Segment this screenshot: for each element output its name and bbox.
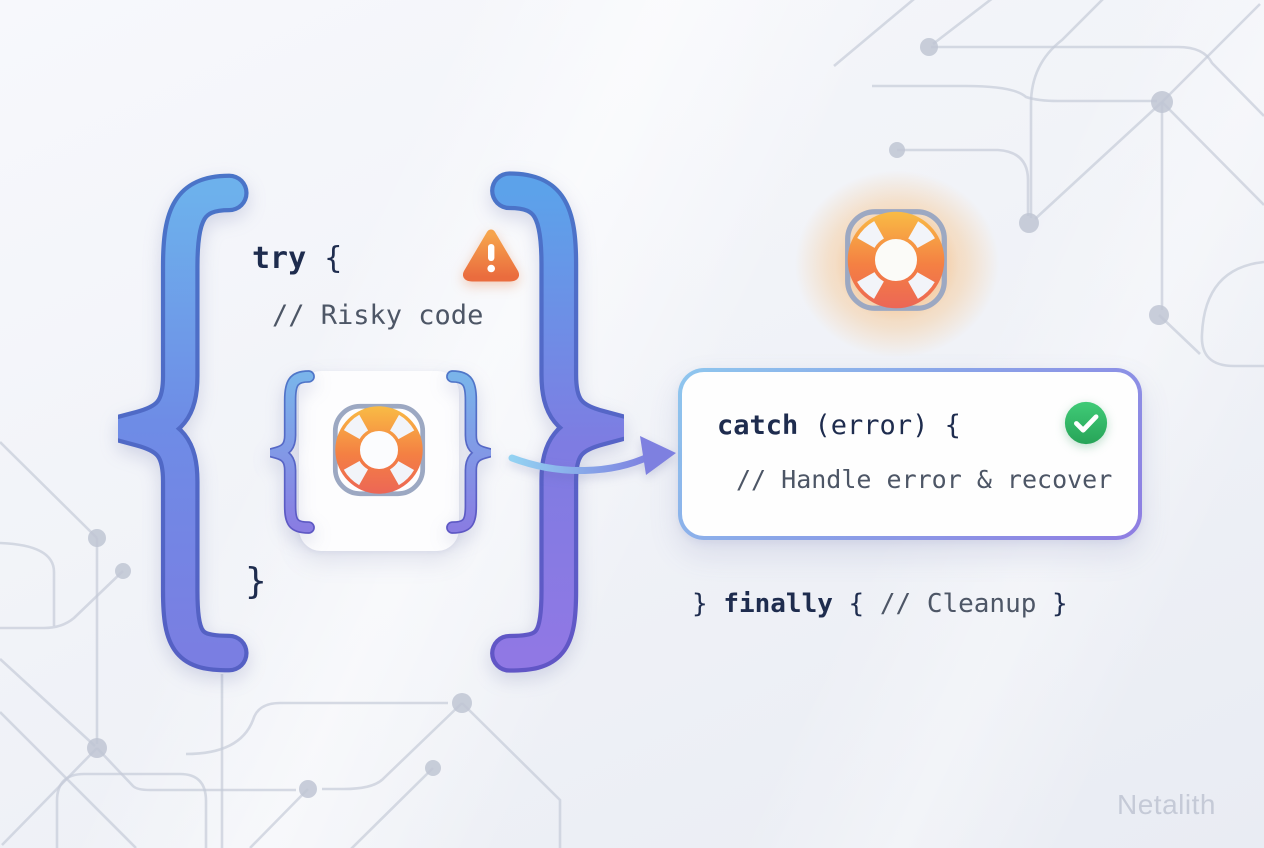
try-open-brace: { — [306, 241, 343, 276]
inner-open-brace-graphic — [270, 370, 315, 534]
lifebuoy-icon — [332, 403, 426, 497]
try-open-brace-graphic — [118, 173, 249, 673]
try-close-brace-graphic — [490, 171, 624, 673]
inner-close-brace-graphic — [446, 370, 491, 534]
finally-close-brace: } — [692, 589, 724, 619]
finally-keyword: finally — [723, 589, 833, 619]
inner-close-brace-text: } — [245, 561, 267, 602]
catch-comment: // Handle error & recover — [736, 465, 1113, 494]
finally-statement: } finally { // Cleanup } — [692, 589, 1068, 620]
check-circle-icon — [1064, 401, 1108, 445]
finally-end-brace: } — [1036, 589, 1068, 619]
warning-triangle-icon — [463, 229, 519, 282]
watermark: Netalith — [1117, 789, 1216, 820]
finally-comment: // Cleanup — [879, 589, 1037, 619]
catch-box-body — [682, 372, 1138, 536]
try-statement: try { — [252, 241, 342, 277]
finally-open-brace: { — [832, 589, 880, 619]
catch-keyword: catch — [717, 410, 799, 441]
catch-statement: catch (error) { — [717, 410, 961, 442]
lifebuoy-icon — [845, 209, 947, 311]
catch-box — [678, 368, 1142, 540]
catch-params: (error) { — [798, 410, 961, 441]
try-keyword: try — [252, 241, 307, 276]
risky-code-comment: // Risky code — [272, 300, 484, 331]
curved-arrow-icon — [508, 436, 676, 475]
